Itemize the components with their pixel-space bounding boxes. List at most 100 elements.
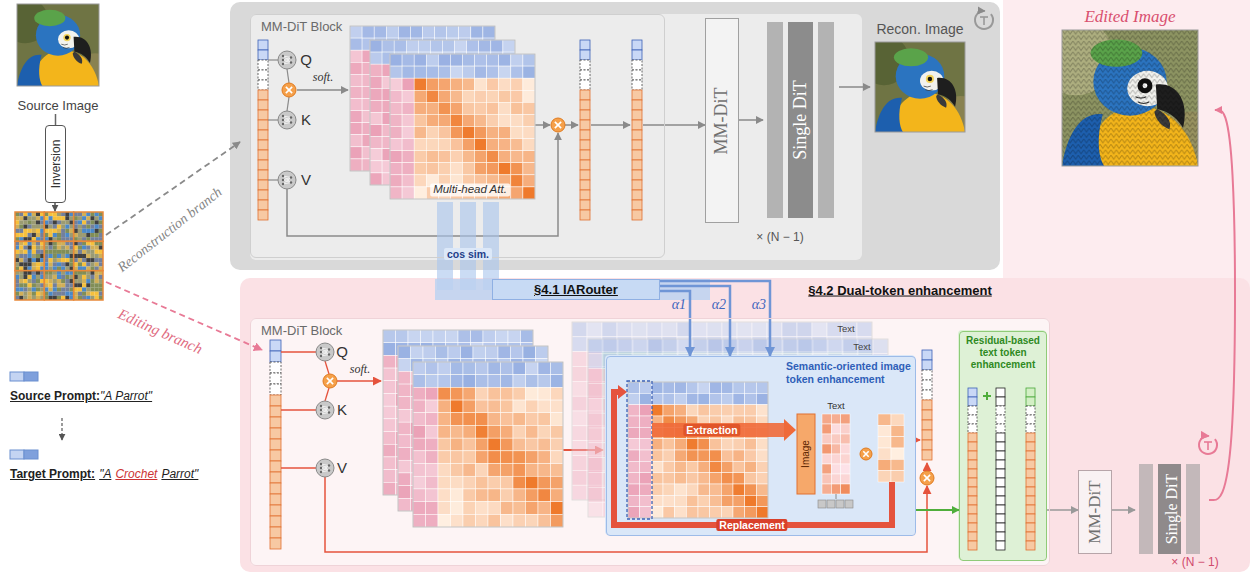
multiply-symbol <box>282 83 296 97</box>
noise-latent <box>19 283 23 287</box>
attention-head <box>413 413 426 426</box>
linear-layer-icon <box>320 409 322 411</box>
token-column <box>632 80 642 90</box>
attention-layer <box>572 411 587 426</box>
noise-latent <box>49 229 53 233</box>
attention-head <box>414 102 426 114</box>
attention-head <box>390 163 402 175</box>
token-column <box>258 80 268 90</box>
linear-layer-icon <box>321 350 329 357</box>
attention-head <box>521 330 534 343</box>
attention-layer <box>663 339 678 354</box>
flow-arrow <box>287 97 289 111</box>
noise-latent <box>19 292 23 296</box>
attention-head <box>511 175 523 187</box>
token-column <box>580 210 590 220</box>
attention-head <box>413 489 426 502</box>
attention-head <box>438 114 450 126</box>
attention-layer <box>572 456 587 471</box>
token-column <box>580 160 590 170</box>
source-image <box>17 4 99 86</box>
noise-latent <box>95 279 99 283</box>
noise-latent <box>95 216 99 220</box>
attention-layer <box>693 339 708 354</box>
noise-latent <box>61 246 65 250</box>
attention-head <box>383 381 396 394</box>
noise-latent <box>86 250 90 254</box>
router-band <box>437 202 453 290</box>
flow-arrow <box>287 133 558 236</box>
flow-arrow <box>643 124 665 126</box>
noise-latent <box>23 283 27 287</box>
noise-latent <box>32 275 36 279</box>
noise-latent <box>95 233 99 237</box>
attention-head <box>413 502 426 515</box>
token-column <box>632 210 642 220</box>
attention-head <box>398 473 411 486</box>
attention-head <box>513 464 526 477</box>
noise-latent <box>19 254 23 258</box>
attention-head <box>390 187 402 199</box>
reconstructed-image <box>859 35 988 150</box>
token-column <box>632 50 642 60</box>
noise-latent <box>74 241 103 270</box>
attention-head <box>499 163 511 175</box>
noise-latent <box>78 287 82 291</box>
attention-head <box>414 151 426 163</box>
noise-latent <box>78 262 82 266</box>
noise-latent <box>32 233 36 237</box>
token-column <box>580 80 590 90</box>
attention-head <box>350 135 362 147</box>
attention-head <box>523 90 535 102</box>
linear-layer-icon <box>321 466 329 473</box>
attention-head <box>394 40 406 52</box>
token-column <box>270 340 281 549</box>
linear-layer-icon <box>328 353 330 355</box>
attention-head <box>438 375 451 388</box>
noise-latent <box>49 292 53 296</box>
linear-layer-icon <box>278 51 296 69</box>
noise-latent <box>82 250 86 254</box>
noise-latent <box>95 275 99 279</box>
linear-layer-icon <box>278 171 296 189</box>
attention-layer <box>813 339 828 354</box>
attention-head <box>402 127 414 139</box>
noise-latent <box>61 275 65 279</box>
noise-latent <box>32 216 36 220</box>
token-column <box>580 40 590 220</box>
noise-latent <box>53 225 57 229</box>
noise-latent <box>32 262 36 266</box>
attention-head <box>438 387 451 400</box>
attention-head <box>426 139 438 151</box>
noise-latent <box>57 250 61 254</box>
noise-latent <box>78 279 82 283</box>
attention-head <box>350 50 362 62</box>
attention-head <box>463 102 475 114</box>
attention-head <box>526 514 539 527</box>
noise-latent <box>19 229 23 233</box>
noise-latent <box>86 275 90 279</box>
noise-latent <box>86 292 90 296</box>
token-column <box>270 538 281 549</box>
attention-head <box>463 375 476 388</box>
linear-layer-icon <box>282 179 284 181</box>
noise-latent <box>65 262 69 266</box>
attention-head <box>438 163 450 175</box>
attention-head <box>350 74 362 86</box>
attention-layer <box>572 337 587 352</box>
attention-head <box>426 514 439 527</box>
noise-latent <box>82 225 86 229</box>
attention-head <box>450 114 462 126</box>
noise-latent <box>57 258 61 262</box>
linear-layer-icon <box>290 121 292 123</box>
attention-head <box>350 26 495 171</box>
attention-head <box>475 66 487 78</box>
attention-head <box>463 464 476 477</box>
noise-latent <box>86 283 90 287</box>
attention-head <box>488 451 501 464</box>
noise-latent <box>23 225 27 229</box>
linear-layer-icon <box>320 413 322 415</box>
attention-layer <box>572 396 587 411</box>
flow-arrow <box>325 388 329 401</box>
attention-head <box>471 26 483 38</box>
